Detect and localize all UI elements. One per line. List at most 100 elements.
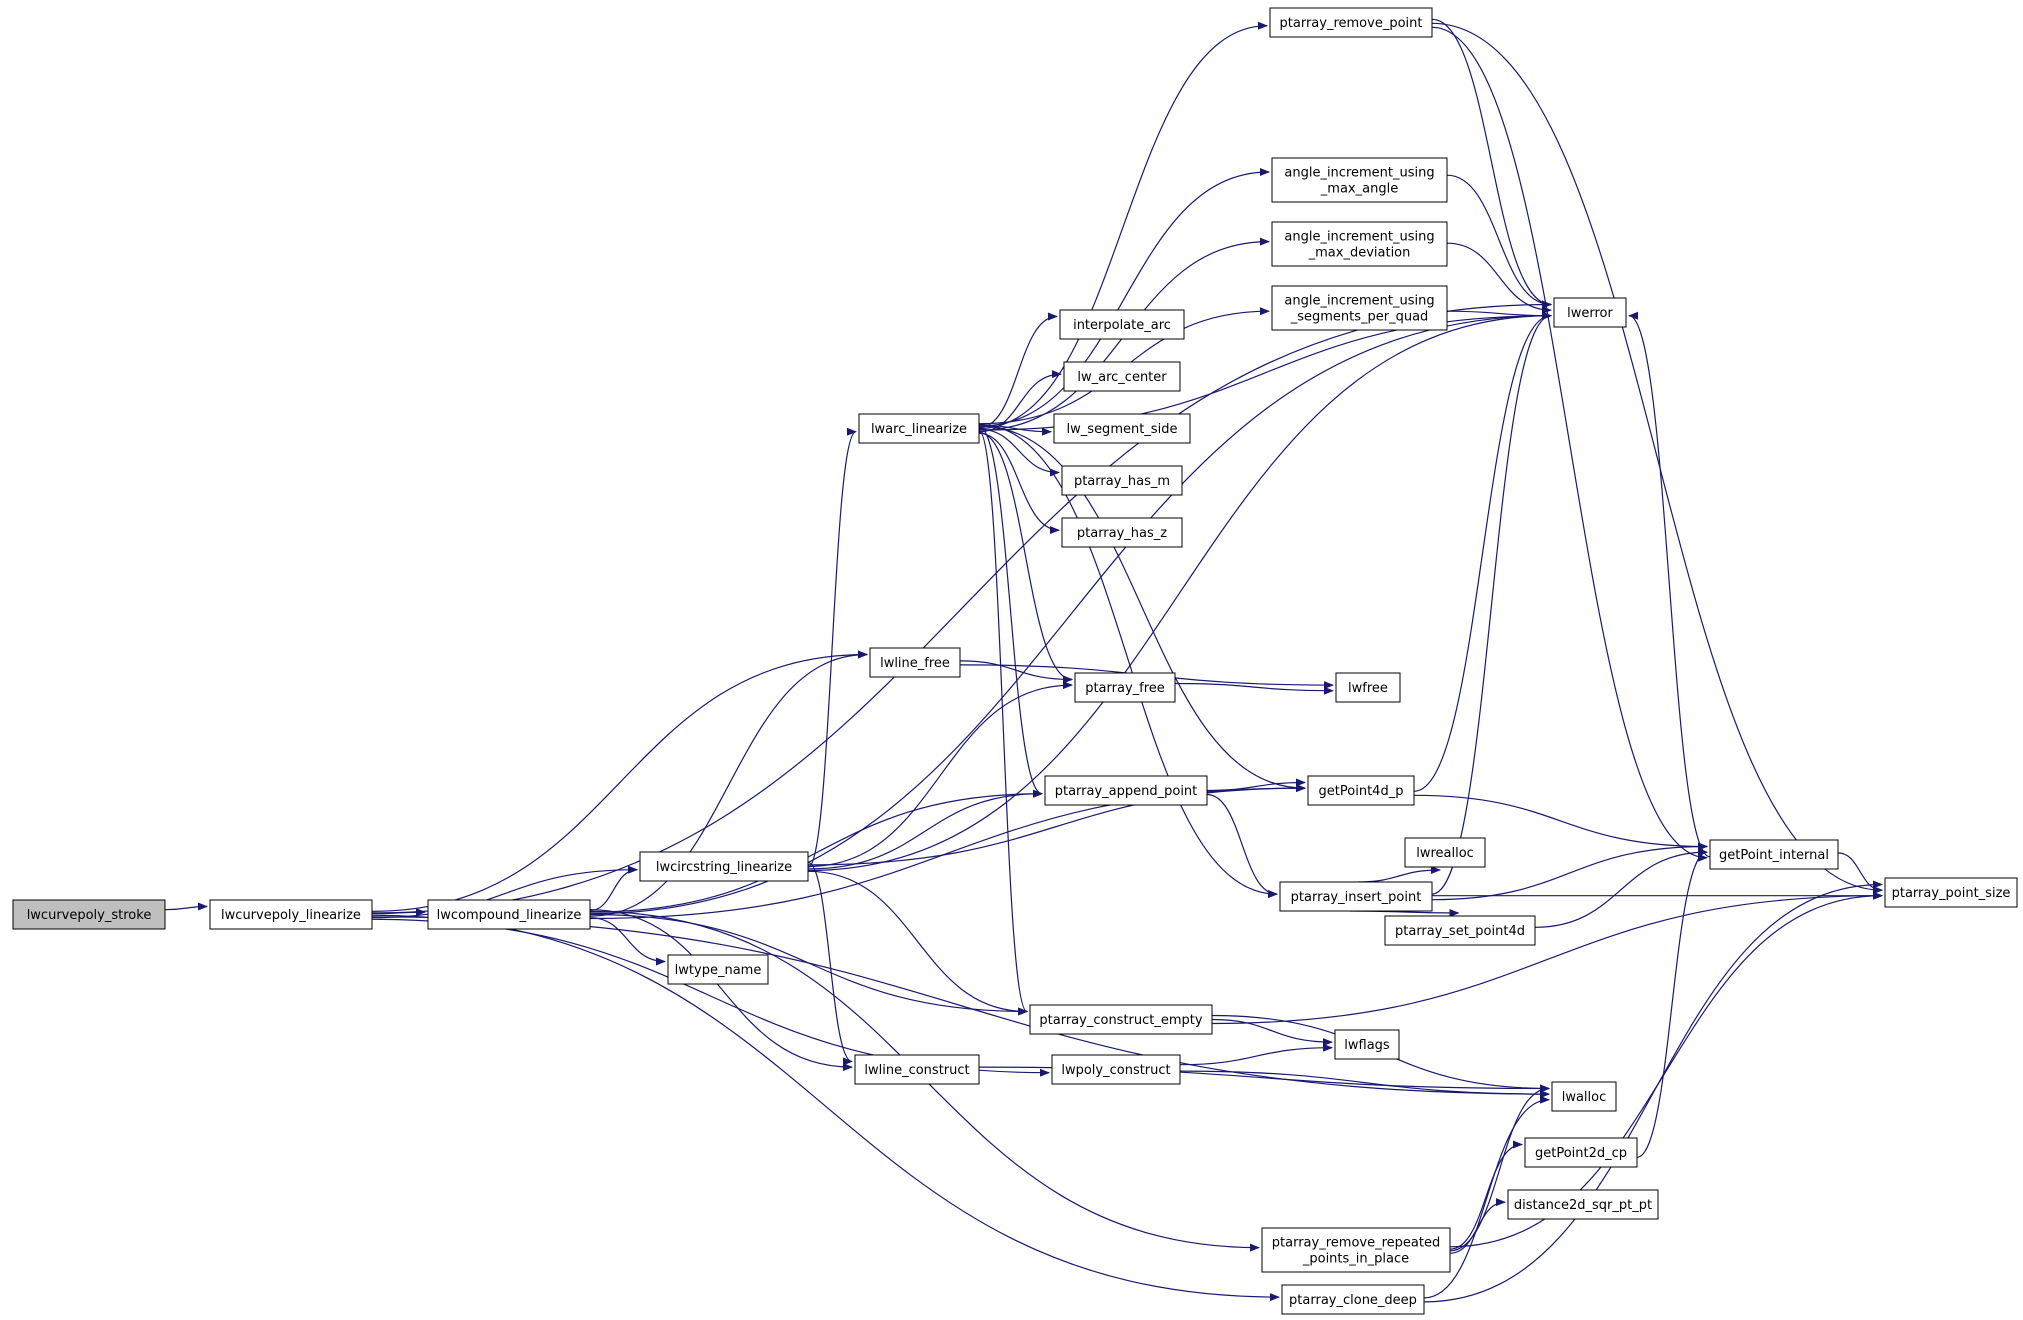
node-label-lwline_free: lwline_free (880, 656, 950, 671)
node-box[interactable] (1051, 1054, 1181, 1085)
node-box[interactable] (1335, 672, 1401, 703)
node-box[interactable] (1279, 881, 1433, 912)
node-clone_deep[interactable]: ptarray_clone_deep (1281, 1284, 1425, 1315)
node-box[interactable] (1059, 309, 1185, 340)
node-label-lwtype_name: lwtype_name (675, 963, 762, 978)
node-box[interactable] (1061, 517, 1183, 548)
node-lwtype_name[interactable]: lwtype_name (667, 954, 769, 985)
node-box[interactable] (12, 899, 166, 930)
node-insert_point[interactable]: ptarray_insert_point (1279, 881, 1433, 912)
node-stroke[interactable]: lwcurvepoly_stroke (12, 899, 166, 930)
node-box[interactable] (1271, 285, 1448, 331)
node-box[interactable] (869, 647, 961, 678)
node-getpoint2d_cp[interactable]: getPoint2d_cp (1524, 1137, 1638, 1168)
edge-stroke-to-curvepoly (164, 902, 208, 911)
node-distance2d[interactable]: distance2d_sqr_pt_pt (1507, 1189, 1659, 1220)
node-getpoint_internal[interactable]: getPoint_internal (1709, 839, 1839, 870)
node-remove_repeated[interactable]: ptarray_remove_repeated_points_in_place (1261, 1227, 1451, 1273)
node-box[interactable] (1029, 1004, 1213, 1035)
node-box[interactable] (1271, 157, 1448, 203)
node-label-append_point: ptarray_append_point (1055, 784, 1198, 799)
node-box[interactable] (1281, 1284, 1425, 1315)
edge-ang_seg_quad-to-lwerror (1446, 310, 1552, 320)
node-box[interactable] (209, 899, 373, 930)
node-label-getpoint_internal: getPoint_internal (1719, 848, 1829, 863)
edge-circstring-to-arc_linearize (807, 427, 857, 868)
node-lwrealloc[interactable]: lwrealloc (1404, 837, 1486, 868)
node-ang_max_dev[interactable]: angle_increment_using_max_deviation (1271, 221, 1448, 267)
node-box[interactable] (667, 954, 769, 985)
node-lwfree[interactable]: lwfree (1335, 672, 1401, 703)
node-circstring[interactable]: lwcircstring_linearize (639, 851, 809, 882)
edge-remove_repeated-to-getpoint2d_cp (1449, 1140, 1523, 1250)
node-label-remove_repeated: ptarray_remove_repeated_points_in_place (1272, 1236, 1440, 1267)
node-box[interactable] (1507, 1189, 1659, 1220)
edge-lwpoly_construct-to-lwalloc (1179, 1070, 1550, 1099)
node-box[interactable] (1044, 775, 1208, 806)
node-set_point4d[interactable]: ptarray_set_point4d (1384, 915, 1536, 946)
edge-circstring-to-append_point (807, 789, 1043, 870)
edge-curvepoly-to-circstring (371, 865, 638, 919)
node-getpoint4d[interactable]: getPoint4d_p (1307, 775, 1415, 806)
node-box[interactable] (1074, 672, 1176, 703)
node-construct_empty[interactable]: ptarray_construct_empty (1029, 1004, 1213, 1035)
node-box[interactable] (1709, 839, 1839, 870)
node-ptarray_free[interactable]: ptarray_free (1074, 672, 1176, 703)
node-box[interactable] (1061, 465, 1183, 496)
node-label-has_z: ptarray_has_z (1077, 526, 1167, 541)
node-box[interactable] (1307, 775, 1415, 806)
node-append_point[interactable]: ptarray_append_point (1044, 775, 1208, 806)
edge-arc_linearize-to-ang_max_angle (978, 168, 1270, 427)
node-point_size[interactable]: ptarray_point_size (1884, 877, 2018, 908)
node-ang_max_angle[interactable]: angle_increment_using_max_angle (1271, 157, 1448, 203)
node-box[interactable] (1384, 915, 1536, 946)
node-arc_linearize[interactable]: lwarc_linearize (858, 413, 980, 444)
node-lwerror[interactable]: lwerror (1553, 297, 1627, 328)
node-box[interactable] (1269, 7, 1433, 38)
node-label-lwerror: lwerror (1567, 306, 1613, 321)
node-ang_seg_quad[interactable]: angle_increment_using_segments_per_quad (1271, 285, 1448, 331)
node-label-lwrealloc: lwrealloc (1416, 846, 1474, 861)
edge-set_point4d-to-getpoint_internal (1534, 848, 1708, 928)
node-box[interactable] (1053, 413, 1191, 444)
node-has_m[interactable]: ptarray_has_m (1061, 465, 1183, 496)
edge-ptarray_free-to-lwfree (1174, 682, 1334, 695)
node-label-point_size: ptarray_point_size (1892, 886, 2011, 901)
node-lwflags[interactable]: lwflags (1334, 1029, 1400, 1060)
edge-compound-to-lwline_free (589, 650, 868, 917)
edge-arc_linearize-to-ptarray_free (978, 431, 1073, 684)
node-label-lwflags: lwflags (1344, 1038, 1390, 1053)
node-box[interactable] (1524, 1137, 1638, 1168)
edge-getpoint4d-to-lwerror (1413, 311, 1552, 792)
node-curvepoly[interactable]: lwcurvepoly_linearize (209, 899, 373, 930)
edge-clone_deep-to-point_size (1423, 880, 1883, 1303)
node-box[interactable] (854, 1054, 980, 1085)
node-box[interactable] (1271, 221, 1448, 267)
edge-arc_linearize-to-append_point (978, 426, 1043, 798)
edge-circstring-to-getpoint4d (807, 784, 1306, 866)
node-segment_side[interactable]: lw_segment_side (1053, 413, 1191, 444)
edge-insert_point-to-lwerror (1431, 311, 1552, 895)
node-box[interactable] (1063, 361, 1181, 392)
node-lwline_construct[interactable]: lwline_construct (854, 1054, 980, 1085)
node-has_z[interactable]: ptarray_has_z (1061, 517, 1183, 548)
node-box[interactable] (1261, 1227, 1451, 1273)
node-box[interactable] (639, 851, 809, 882)
node-box[interactable] (1884, 877, 2018, 908)
node-lwline_free[interactable]: lwline_free (869, 647, 961, 678)
node-box[interactable] (1404, 837, 1486, 868)
node-lwpoly_construct[interactable]: lwpoly_construct (1051, 1054, 1181, 1085)
node-box[interactable] (1551, 1081, 1617, 1112)
node-box[interactable] (1334, 1029, 1400, 1060)
edge-circstring-to-ptarray_free (807, 681, 1073, 868)
node-label-stroke: lwcurvepoly_stroke (27, 908, 152, 923)
node-interpolate_arc[interactable]: interpolate_arc (1059, 309, 1185, 340)
node-box[interactable] (858, 413, 980, 444)
node-box[interactable] (1553, 297, 1627, 328)
node-remove_point[interactable]: ptarray_remove_point (1269, 7, 1433, 38)
node-box[interactable] (427, 899, 591, 930)
node-lwalloc[interactable]: lwalloc (1551, 1081, 1617, 1112)
node-compound[interactable]: lwcompound_linearize (427, 899, 591, 930)
edge-compound-to-circstring (589, 865, 638, 912)
node-arc_center[interactable]: lw_arc_center (1063, 361, 1181, 392)
